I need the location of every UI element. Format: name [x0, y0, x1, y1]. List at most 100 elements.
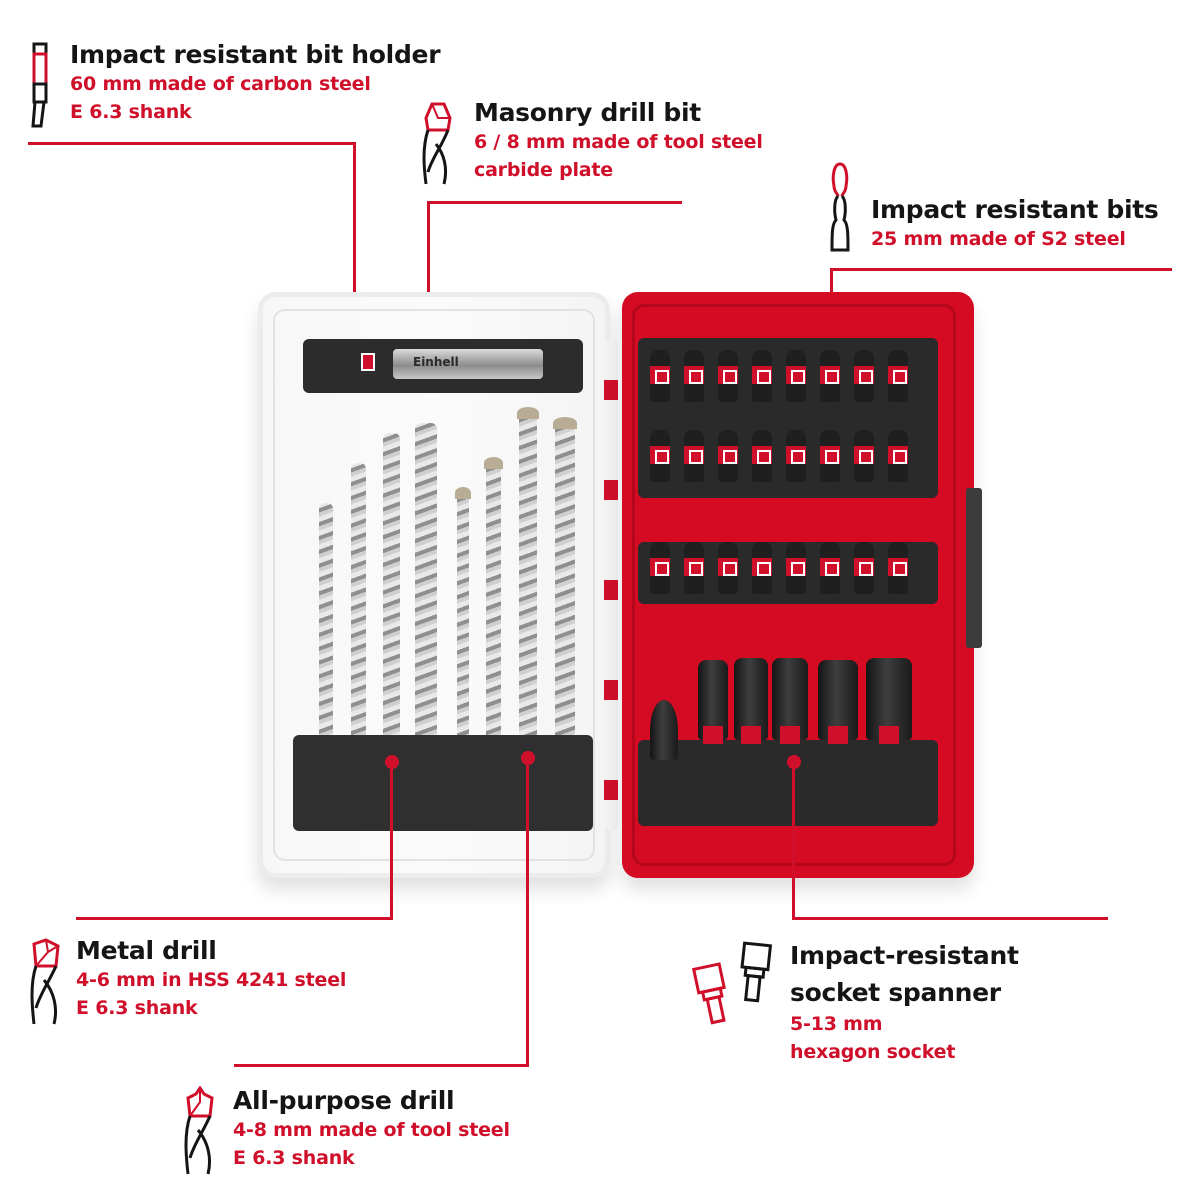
screwdriver-bit: [684, 350, 704, 402]
bit-band: [786, 446, 806, 464]
leader-line: [390, 762, 393, 920]
callout-impact-bits: Impact resistant bits 25 mm made of S2 s…: [871, 195, 1159, 253]
callout-title: Metal drill: [76, 936, 217, 965]
bit-band: [786, 558, 806, 576]
screwdriver-bit: [650, 350, 670, 402]
screwdriver-bit: [650, 430, 670, 482]
drill-tray: [293, 735, 593, 831]
bit-holder-tray: Einhell: [303, 339, 583, 393]
bit-band: [752, 366, 772, 384]
leader-line: [792, 917, 1108, 920]
bit-band: [650, 558, 670, 576]
leader-line: [830, 268, 1172, 271]
screwdriver-bit: [854, 350, 874, 402]
screwdriver-bit: [854, 542, 874, 594]
screwdriver-bit: [752, 350, 772, 402]
countersink-bit: [650, 700, 678, 760]
bit-holder: Einhell: [393, 349, 543, 379]
callout-title: Impact resistant bit holder: [70, 40, 441, 69]
callout-metal-drill: Metal drill 4-6 mm in HSS 4241 steel E 6…: [76, 936, 346, 1022]
callout-spec: 60 mm made of carbon steel: [70, 73, 371, 95]
bit-band: [854, 558, 874, 576]
screwdriver-bit: [718, 430, 738, 482]
callout-spec: E 6.3 shank: [233, 1147, 355, 1169]
all-purpose-drill: [455, 487, 471, 783]
bit-band: [854, 446, 874, 464]
case-inner-rim: [273, 309, 595, 861]
hex-socket: [866, 658, 912, 744]
holder-logo-badge: [361, 353, 375, 371]
screwdriver-bit: [752, 430, 772, 482]
callout-spec: E 6.3 shank: [76, 997, 198, 1019]
screwdriver-bit: [684, 542, 704, 594]
screwdriver-bit: [888, 542, 908, 594]
callout-spec: E 6.3 shank: [70, 101, 192, 123]
leader-line: [792, 762, 795, 920]
bit-band: [718, 446, 738, 464]
bit-band: [684, 446, 704, 464]
leader-line: [427, 201, 682, 204]
bit-band: [650, 446, 670, 464]
bit-band: [820, 366, 840, 384]
bit-band: [650, 366, 670, 384]
bit-band: [820, 558, 840, 576]
bit-band: [752, 558, 772, 576]
all-purpose-drill: [415, 423, 437, 783]
screwdriver-bit: [786, 430, 806, 482]
masonry-drill-icon: [422, 102, 452, 185]
screwdriver-bit: [820, 430, 840, 482]
bit-band: [888, 366, 908, 384]
callout-spec: carbide plate: [474, 159, 613, 181]
callout-socket-spanner: Impact-resistant socket spanner 5-13 mm …: [790, 936, 1019, 1066]
metal-drill: [319, 503, 333, 783]
bit-band: [786, 366, 806, 384]
screwdriver-bit-icon: [830, 162, 850, 252]
bit-band: [684, 558, 704, 576]
callout-masonry-drill: Masonry drill bit 6 / 8 mm made of tool …: [474, 98, 763, 184]
all-purpose-drill-icon: [184, 1086, 214, 1175]
bit-band: [888, 558, 908, 576]
screwdriver-bit: [820, 350, 840, 402]
metal-drill-icon: [30, 938, 60, 1025]
callout-spec: 6 / 8 mm made of tool steel: [474, 131, 763, 153]
callout-spec: 4-6 mm in HSS 4241 steel: [76, 969, 347, 991]
callout-spec: 25 mm made of S2 steel: [871, 228, 1126, 250]
leader-line: [526, 758, 529, 1067]
callout-spec: hexagon socket: [790, 1041, 956, 1063]
screwdriver-bit: [820, 542, 840, 594]
all-purpose-drill: [484, 457, 503, 783]
screwdriver-bit: [888, 350, 908, 402]
socket-spanner-icon: [692, 941, 773, 1025]
metal-drill: [383, 433, 400, 783]
bit-band: [752, 446, 772, 464]
clear-drill-case: Einhell: [258, 292, 610, 878]
leader-line: [28, 142, 356, 145]
leader-line: [234, 1064, 529, 1067]
callout-bit-holder: Impact resistant bit holder 60 mm made o…: [70, 40, 441, 126]
screwdriver-bit: [854, 430, 874, 482]
brand-logo: Einhell: [413, 355, 459, 369]
screwdriver-bit: [786, 542, 806, 594]
hex-socket: [698, 660, 728, 744]
screwdriver-bit: [888, 430, 908, 482]
callout-title: Impact-resistant: [790, 941, 1019, 970]
metal-drill: [351, 463, 366, 783]
callout-title: All-purpose drill: [233, 1086, 455, 1115]
bit-holder-icon: [31, 42, 48, 128]
bit-band: [854, 366, 874, 384]
screwdriver-bit: [718, 542, 738, 594]
bit-band: [888, 446, 908, 464]
hex-socket: [818, 660, 858, 744]
masonry-drill: [517, 407, 539, 783]
bit-band: [718, 558, 738, 576]
hex-socket: [734, 658, 768, 744]
leader-line: [353, 142, 356, 350]
bit-band: [718, 366, 738, 384]
screwdriver-bit: [786, 350, 806, 402]
masonry-drill: [553, 417, 577, 783]
callout-spec: 5-13 mm: [790, 1013, 883, 1035]
bit-band: [684, 366, 704, 384]
side-clip: [966, 488, 982, 648]
callout-title: Masonry drill bit: [474, 98, 701, 127]
callout-title: socket spanner: [790, 978, 1001, 1007]
